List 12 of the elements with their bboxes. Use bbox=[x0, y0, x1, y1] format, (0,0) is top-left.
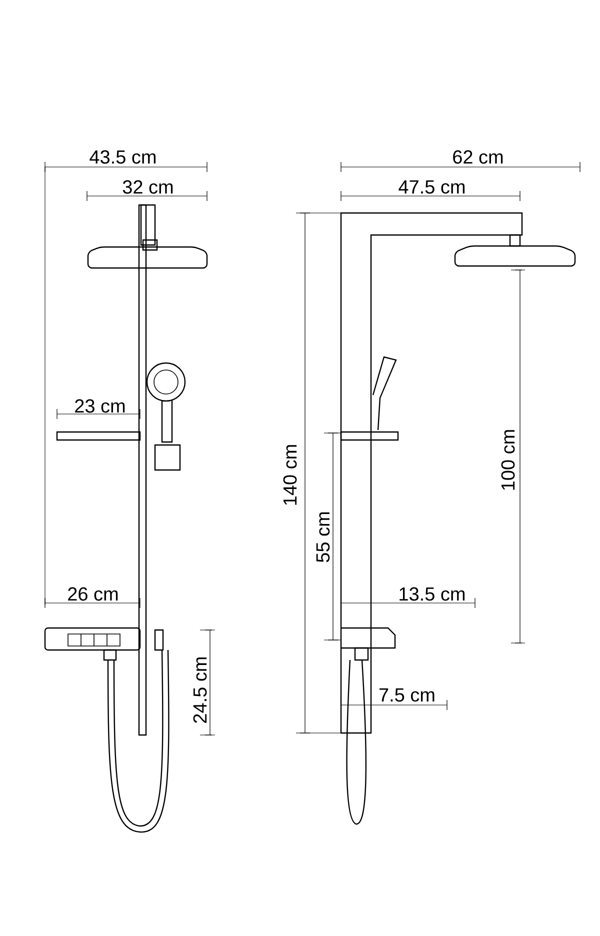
dimension-label: 7.5 cm bbox=[379, 688, 434, 702]
dimension-label: 24.5 cm bbox=[193, 658, 207, 723]
dimension-label: 13.5 cm bbox=[400, 587, 465, 601]
dimension-label: 55 cm bbox=[316, 512, 330, 562]
dimension-label: 23 cm bbox=[75, 399, 125, 413]
dimension-label: 26 cm bbox=[68, 587, 118, 601]
dimension-label: 62 cm bbox=[453, 150, 503, 164]
dimension-label: 140 cm bbox=[283, 445, 297, 505]
dimension-label: 100 cm bbox=[501, 430, 515, 490]
dimension-label: 32 cm bbox=[122, 180, 173, 194]
dimension-label: 43.5 cm bbox=[90, 150, 156, 164]
dimension-label: 47.5 cm bbox=[398, 180, 465, 194]
